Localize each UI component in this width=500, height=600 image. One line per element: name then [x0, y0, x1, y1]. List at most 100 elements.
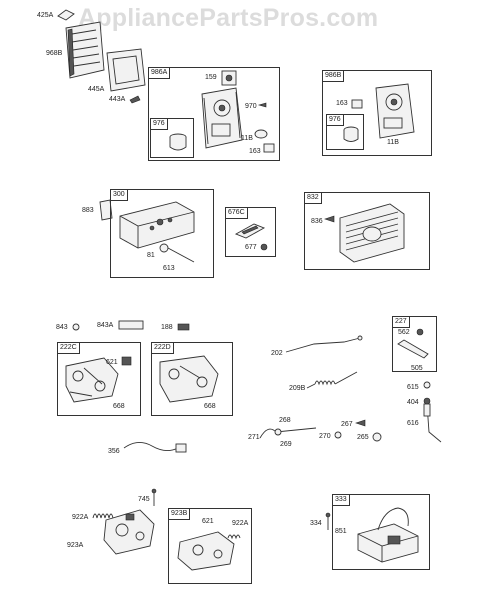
callout-271: 271 [248, 434, 260, 441]
kit-300-box: 300 [110, 189, 214, 278]
part-267 [355, 419, 366, 427]
spring-922A-a-part [92, 513, 114, 519]
part-621-a [121, 356, 132, 366]
callout-922A-b: 922A [232, 520, 249, 527]
gasket-883-part [99, 199, 113, 221]
screw-745-part [151, 488, 157, 506]
callout-270: 270 [319, 433, 331, 440]
kit-676C-label: 676C [226, 208, 248, 219]
screw-836-part [324, 215, 335, 223]
air-cleaner-cover-part [65, 21, 105, 79]
callout-677: 677 [245, 244, 257, 251]
callout-11B-b: 11B [387, 139, 399, 146]
callout-163-b: 163 [336, 100, 348, 107]
callout-11B-a: 11B [241, 135, 253, 142]
screw-843-part [72, 323, 80, 331]
carburetor-986B-part [375, 83, 415, 139]
muffler-300-part [119, 201, 195, 249]
part-562 [416, 328, 424, 336]
kit-227-box: 227 [392, 316, 437, 372]
callout-163-a: 163 [249, 148, 261, 155]
cable-268-part [259, 427, 317, 439]
callout-883: 883 [82, 207, 94, 214]
callout-267: 267 [341, 421, 353, 428]
part-11B-a [254, 129, 268, 139]
callout-159: 159 [205, 74, 217, 81]
callout-621-b: 621 [202, 518, 214, 525]
callout-970: 970 [245, 103, 257, 110]
pre-cleaner-443A-part [129, 95, 141, 104]
spring-209B-part [306, 371, 358, 389]
callout-668-a: 668 [113, 403, 125, 410]
callout-613: 613 [163, 265, 175, 272]
carburetor-986A-part [201, 87, 243, 149]
kit-676C-box: 676C [225, 207, 276, 257]
callout-443A: 443A [109, 96, 126, 103]
part-615 [423, 381, 431, 389]
part-843A [118, 320, 144, 330]
callout-334: 334 [310, 520, 322, 527]
guard-676C-part [234, 223, 266, 239]
callout-923A: 923A [67, 542, 84, 549]
kit-222C-label: 222C [58, 343, 80, 354]
part-616 [423, 403, 442, 443]
kit-222D-label: 222D [152, 343, 174, 354]
bowl-976-b-part [343, 126, 359, 142]
kit-832-box: 832 [304, 192, 430, 270]
part-270 [334, 431, 342, 439]
callout-615: 615 [407, 384, 419, 391]
callout-836: 836 [311, 218, 323, 225]
callout-209B: 209B [289, 385, 306, 392]
kit-832-label: 832 [305, 193, 322, 204]
bowl-976-a-part [169, 133, 187, 151]
callout-445A: 445A [88, 86, 105, 93]
kit-976-a-label: 976 [151, 119, 168, 130]
callout-202: 202 [271, 350, 283, 357]
kit-923B-box: 923B [168, 508, 252, 584]
clip-425A-part [57, 9, 75, 21]
callout-621-a: 621 [106, 359, 118, 366]
callout-188: 188 [161, 324, 173, 331]
part-265 [372, 432, 382, 442]
kit-976-b-label: 976 [327, 115, 344, 126]
callout-922A-a: 922A [72, 514, 89, 521]
kit-222C-box: 222C [57, 342, 141, 416]
gasket-163-a-part [263, 143, 275, 153]
callout-668-b: 668 [204, 403, 216, 410]
callout-562: 562 [398, 329, 410, 336]
air-filter-part [106, 48, 146, 92]
bracket-222D-part [159, 355, 219, 403]
kit-227-label: 227 [393, 317, 410, 328]
callout-968B: 968B [46, 50, 63, 57]
callout-268: 268 [279, 417, 291, 424]
gasket-163-b-part [351, 99, 363, 109]
ignition-armature-333-part [357, 507, 419, 563]
kit-986B-box: 986B [322, 70, 432, 156]
callout-356: 356 [108, 448, 120, 455]
kit-986A-label: 986A [149, 68, 171, 79]
muffler-guard-832-part [339, 203, 405, 263]
screw-677-part [260, 243, 268, 251]
bolt-613-part [159, 243, 195, 263]
callout-265: 265 [357, 434, 369, 441]
part-188 [177, 323, 190, 331]
callout-843: 843 [56, 324, 68, 331]
bracket-222C-part [65, 357, 119, 403]
part-159 [221, 70, 237, 86]
screw-334-part [325, 512, 331, 530]
lever-227-part [397, 339, 429, 359]
kit-333-label: 333 [333, 495, 350, 506]
kit-976-a-box: 976 [150, 118, 194, 158]
kit-976-b-box: 976 [326, 114, 364, 150]
kit-986B-label: 986B [323, 71, 345, 82]
callout-745: 745 [138, 496, 150, 503]
kit-333-box: 333 [332, 494, 430, 570]
callout-616: 616 [407, 420, 419, 427]
wire-356-part [123, 442, 187, 453]
kit-300-label: 300 [111, 190, 128, 201]
governor-link-202-part [285, 335, 363, 353]
callout-404: 404 [407, 399, 419, 406]
part-970 [257, 102, 267, 108]
callout-269: 269 [280, 441, 292, 448]
kit-222D-box: 222D [151, 342, 233, 416]
